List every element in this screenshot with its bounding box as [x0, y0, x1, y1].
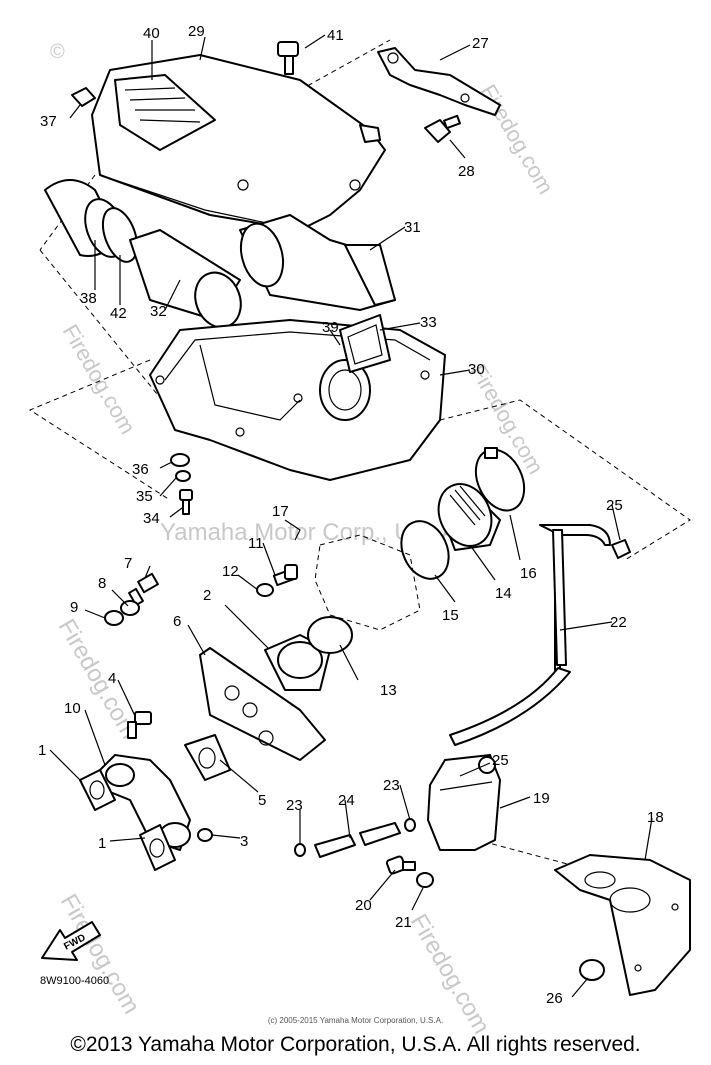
- callout-1: 1: [38, 742, 46, 759]
- nut-3: [197, 828, 213, 842]
- bracket-18: [554, 854, 691, 996]
- bolt-28: [424, 114, 461, 143]
- callout-23: 23: [383, 777, 400, 794]
- watermark-symbol: ©: [50, 41, 65, 63]
- callout-13: 13: [380, 682, 397, 699]
- clamp-13: [307, 616, 353, 654]
- clamp-16: [474, 447, 526, 512]
- air-cleaner-cover: [91, 54, 386, 231]
- callout-21: 21: [395, 914, 412, 931]
- carburetor-outline: [314, 534, 421, 631]
- joint-14: [437, 483, 501, 551]
- callout-15: 15: [442, 607, 459, 624]
- callout-20: 20: [355, 897, 372, 914]
- callout-42: 42: [110, 305, 127, 322]
- plate-6: [199, 647, 326, 761]
- callout-9: 9: [70, 599, 78, 616]
- bolt-4: [127, 711, 152, 739]
- bolt-11: [272, 564, 298, 587]
- hose-22: [449, 524, 611, 746]
- diagram-code: 8W9100-4060: [40, 975, 110, 987]
- callout-4: 4: [108, 670, 116, 687]
- bolt-34: [179, 489, 193, 515]
- small-copyright: (c) 2005-2015 Yamaha Motor Corporation, …: [267, 1016, 444, 1025]
- clip-25-upper: [611, 539, 631, 559]
- bracket-27: [377, 47, 501, 116]
- callout-41: 41: [327, 27, 344, 44]
- callout-37: 37: [40, 113, 57, 130]
- callout-34: 34: [143, 510, 160, 527]
- callout-29: 29: [188, 23, 205, 40]
- callout-1: 1: [98, 835, 106, 852]
- callout-26: 26: [546, 990, 563, 1007]
- callout-27: 27: [472, 35, 489, 52]
- callout-31: 31: [404, 219, 421, 236]
- callout-6: 6: [173, 613, 181, 630]
- copyright-notice: ©2013 Yamaha Motor Corporation, U.S.A. A…: [70, 1033, 641, 1056]
- watermark-firedog: Firedog.com: [58, 320, 141, 438]
- callout-32: 32: [150, 303, 167, 320]
- air-cleaner-case-30: [149, 319, 446, 481]
- callout-17: 17: [272, 503, 289, 520]
- leader-lines: [49, 34, 653, 998]
- gasket-1-upper: [79, 769, 116, 811]
- callout-19: 19: [533, 790, 550, 807]
- grommet-37: [71, 87, 96, 107]
- callout-14: 14: [495, 585, 512, 602]
- callout-3: 3: [240, 833, 248, 850]
- callout-40: 40: [143, 25, 160, 42]
- callout-10: 10: [64, 700, 81, 717]
- clip-23-upper: [404, 818, 416, 832]
- callout-23: 23: [286, 797, 303, 814]
- callout-5: 5: [258, 792, 266, 809]
- washer-35: [175, 470, 191, 482]
- callout-12: 12: [222, 563, 239, 580]
- gasket-5: [184, 734, 231, 781]
- callout-18: 18: [647, 809, 664, 826]
- bolt-7: [128, 572, 159, 607]
- joint-2: [264, 634, 331, 691]
- callout-30: 30: [468, 361, 485, 378]
- callout-25: 25: [492, 752, 509, 769]
- clip-23-lower: [294, 843, 306, 857]
- callout-16: 16: [520, 565, 537, 582]
- callout-33: 33: [420, 314, 437, 331]
- elbow-duct-31: [239, 214, 396, 311]
- part-17: [284, 519, 301, 541]
- washer-9: [104, 610, 124, 626]
- callout-38: 38: [80, 290, 97, 307]
- fwd-arrow: FWD: [41, 921, 101, 961]
- manifold-10: [99, 754, 191, 851]
- bolt-41: [277, 41, 299, 75]
- callout-2: 2: [203, 587, 211, 604]
- grommet-26: [579, 959, 605, 981]
- gasket-33: [339, 314, 391, 373]
- callout-28: 28: [458, 163, 475, 180]
- callout-8: 8: [98, 575, 106, 592]
- callout-39: 39: [322, 319, 339, 336]
- washer-12: [256, 583, 274, 597]
- washer-8: [120, 600, 140, 616]
- hose-24: [314, 822, 401, 858]
- callout-24: 24: [338, 792, 355, 809]
- gasket-1-lower: [139, 824, 176, 871]
- ring-42: [101, 207, 139, 263]
- callout-22: 22: [610, 614, 627, 631]
- callout-11: 11: [248, 535, 264, 552]
- washer-36: [170, 453, 190, 467]
- washer-21: [416, 872, 434, 888]
- callout-36: 36: [132, 461, 149, 478]
- callout-7: 7: [124, 555, 132, 572]
- callout-labels: 1 1 2 3 4 5 6 7 8 9 10 12 11 13 14 15 16…: [38, 23, 664, 1007]
- bolt-20: [385, 855, 416, 875]
- clamp-15: [400, 520, 450, 580]
- tube-32: [129, 229, 242, 329]
- callout-25: 25: [606, 497, 623, 514]
- callout-35: 35: [136, 488, 153, 505]
- canister-19: [427, 754, 501, 851]
